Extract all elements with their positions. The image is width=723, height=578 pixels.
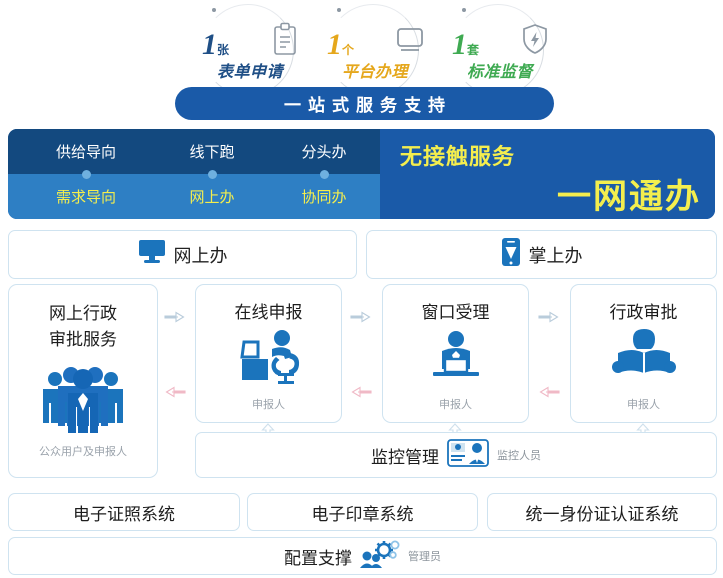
arc-dot-decoration <box>462 8 466 12</box>
id-card-person-icon <box>447 438 489 472</box>
pillar-caption: 表单申请 <box>216 64 283 81</box>
desktop-monitor-icon <box>138 239 166 270</box>
clerk-at-desk-icon <box>425 329 487 386</box>
banner-bottom-band: 需求导向 网上办 协同办 <box>8 174 380 219</box>
band-connector-dot-2 <box>208 170 217 179</box>
pillar-caption: 平台办理 <box>341 64 408 81</box>
banner-headline-panel: 无接触服务 一网通办 <box>380 129 715 219</box>
person-at-laptop-icon <box>232 329 306 390</box>
band-connector-dot-1 <box>82 170 91 179</box>
flow-box-online-admin-approval-service[interactable]: 网上行政 审批服务 公众用户及申报人 <box>8 284 158 478</box>
banner-top-cell-2: 线下跑 <box>189 144 235 161</box>
flow-box-role: 申报人 <box>439 399 472 411</box>
pillar-caption: 标准监督 <box>466 64 533 81</box>
arrow-right-icon-2 <box>350 310 372 324</box>
channel-card-web[interactable]: 网上办 <box>8 230 357 279</box>
config-label: 配置支撑 <box>284 548 352 568</box>
banner-headline-secondary: 一网通办 <box>557 178 701 216</box>
monitor-label: 监控管理 <box>371 447 439 467</box>
flow-box-title: 网上行政 审批服务 <box>9 301 157 353</box>
gears-people-icon <box>359 539 401 574</box>
banner-bottom-cell-2: 网上办 <box>189 189 235 206</box>
channel-card-mobile[interactable]: 掌上办 <box>366 230 717 279</box>
banner-bottom-cell-1: 需求导向 <box>55 189 116 206</box>
flow-box-title: 窗口受理 <box>421 303 490 322</box>
system-card-electronic-seal[interactable]: 电子印章系统 <box>247 493 478 531</box>
system-card-unified-identity-auth[interactable]: 统一身份证认证系统 <box>487 493 717 531</box>
pillars-row: 1 张 表单申请 1 个 平台办理 <box>0 0 723 96</box>
mobile-check-icon <box>501 237 521 272</box>
banner-headline-primary: 无接触服务 <box>400 144 516 169</box>
people-group-icon <box>31 363 135 440</box>
flow-box-title: 行政审批 <box>609 303 678 322</box>
flow-box-role: 公众用户及申报人 <box>39 446 127 458</box>
pillar-number: 1 <box>452 28 467 61</box>
arc-dot-decoration <box>337 8 341 12</box>
arrow-left-icon-3 <box>538 385 560 399</box>
banner-top-cell-3: 分头办 <box>301 144 347 161</box>
person-reading-icon <box>611 327 677 388</box>
flow-box-role: 申报人 <box>627 399 660 411</box>
flow-box-role: 申报人 <box>252 399 285 411</box>
band-connector-dot-3 <box>320 170 329 179</box>
system-card-electronic-license[interactable]: 电子证照系统 <box>8 493 240 531</box>
flow-box-administrative-approval[interactable]: 行政审批 申报人 <box>570 284 717 423</box>
banner-left-grid: 供给导向 线下跑 分头办 需求导向 网上办 协同办 <box>8 129 380 219</box>
pillar-unit: 张 <box>217 43 230 57</box>
channel-label: 掌上办 <box>528 245 583 266</box>
monitor-role: 监控人员 <box>497 450 541 462</box>
arrow-left-icon-2 <box>350 385 372 399</box>
pillar-number-line: 1 张 <box>202 26 312 60</box>
pillar-number-line: 1 套 <box>452 26 562 60</box>
banner-top-band: 供给导向 线下跑 分头办 <box>8 129 380 174</box>
config-role: 管理员 <box>408 551 441 563</box>
pillar-number: 1 <box>202 28 217 61</box>
pillar-number-line: 1 个 <box>327 26 437 60</box>
arrow-left-icon-1 <box>164 385 186 399</box>
flow-box-title: 在线申报 <box>234 303 303 322</box>
one-stop-service-banner: 一站式服务支持 <box>175 87 554 120</box>
clipboard-icon <box>270 22 300 56</box>
pillar-number: 1 <box>327 28 342 61</box>
configuration-support-bar[interactable]: 配置支撑 管理员 <box>8 537 717 575</box>
flow-box-title-line1: 网上行政 <box>49 304 117 323</box>
pillar-unit: 套 <box>467 43 480 57</box>
channel-label: 网上办 <box>173 245 228 266</box>
pillar-standard-supervision: 1 套 标准监督 <box>436 2 564 96</box>
arrow-right-icon-3 <box>538 310 560 324</box>
arc-dot-decoration <box>212 8 216 12</box>
pillar-platform-handling: 1 个 平台办理 <box>311 2 439 96</box>
pillar-unit: 个 <box>342 43 355 57</box>
shield-bolt-icon <box>520 22 550 56</box>
flow-box-window-acceptance[interactable]: 窗口受理 申报人 <box>382 284 529 423</box>
flow-box-title-line2: 审批服务 <box>49 330 117 349</box>
banner-bottom-cell-3: 协同办 <box>301 189 347 206</box>
flow-box-online-declaration[interactable]: 在线申报 申报人 <box>195 284 342 423</box>
pillar-form-application: 1 张 表单申请 <box>186 2 314 96</box>
banner-top-cell-1: 供给导向 <box>55 144 116 161</box>
arrow-right-icon-1 <box>164 310 186 324</box>
main-blue-banner: 供给导向 线下跑 分头办 需求导向 网上办 协同办 无接触服务 一网通办 <box>8 129 715 219</box>
monitor-icon <box>395 22 425 56</box>
monitoring-management-bar[interactable]: 监控管理 监控人员 <box>195 432 717 478</box>
